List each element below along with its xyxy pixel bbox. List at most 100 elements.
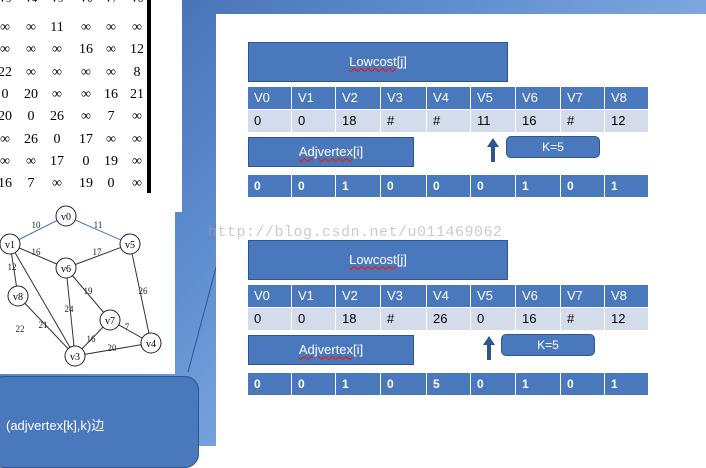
lowcost-value-cell: #: [561, 110, 605, 132]
matrix-cell: 20: [24, 86, 38, 102]
adjvertex-title: Adjvertex[i]: [248, 335, 414, 365]
matrix-cell: ∞: [132, 176, 142, 192]
up-arrow-icon: [487, 138, 499, 162]
matrix-cell: 16: [79, 42, 93, 58]
graph-edge-label: 16: [87, 334, 97, 344]
adjvertex-value-cell: 0: [292, 373, 336, 395]
matrix-header-cell: V4: [18, 0, 44, 7]
lowcost-value-cell: 0: [471, 308, 516, 330]
matrix-cell: 16: [104, 86, 118, 102]
matrix-cell: ∞: [81, 64, 91, 80]
adjvertex-value-cell: 0: [381, 175, 427, 197]
adjacency-matrix-panel: V3V4V5V6V7V8∞∞11∞∞∞∞∞∞16∞1222∞∞∞∞8020∞∞1…: [0, 0, 182, 212]
vertex-header-cell: V3: [381, 87, 427, 109]
matrix-bracket: [147, 0, 151, 193]
matrix-cell: 21: [130, 86, 144, 102]
matrix-cell: 8: [133, 64, 141, 80]
graph-node: [55, 257, 77, 279]
up-arrow-icon: [483, 336, 495, 360]
graph-edge-label: 24: [65, 304, 75, 314]
adjvertex-value-cell: 0: [561, 373, 605, 395]
vertex-header-cell: V6: [516, 87, 561, 109]
matrix-cell: 26: [24, 131, 38, 147]
adjvertex-value-cell: 1: [605, 373, 649, 395]
graph-edge: [9, 243, 76, 357]
graph-edge-label: 16: [32, 247, 42, 257]
graph-node: [55, 205, 77, 227]
adjvertex-value-cell: 1: [516, 175, 561, 197]
matrix-cell: 22: [0, 64, 12, 80]
vertex-header-cell: V1: [292, 87, 336, 109]
vertex-header-cell: V0: [248, 285, 292, 307]
adjvertex-value-cell: 1: [336, 373, 381, 395]
graph-node-label: v0: [61, 212, 71, 223]
matrix-cell: ∞: [26, 153, 36, 169]
graph-edge-label: 21: [39, 320, 48, 330]
graph-edge-label: 17: [93, 247, 103, 257]
graph-node-label: v4: [146, 339, 156, 350]
matrix-cell: 19: [104, 153, 118, 169]
graph-node: [7, 285, 29, 307]
graph-edge-label: 12: [8, 262, 17, 272]
matrix-header-cell: V3: [0, 0, 18, 7]
graph-edge-label: 10: [32, 220, 42, 230]
lowcost-title: Lowcost[j]: [248, 42, 508, 82]
lowcost-value-cell: #: [561, 308, 605, 330]
vertex-header-cell: V5: [471, 87, 516, 109]
matrix-cell: ∞: [81, 86, 91, 102]
graph-node-label: v1: [5, 240, 15, 251]
vertex-header-cell: V6: [516, 285, 561, 307]
lowcost-value-cell: 12: [605, 308, 649, 330]
adjvertex-value-cell: 0: [471, 373, 516, 395]
lowcost-value-cell: #: [381, 308, 427, 330]
lowcost-value-cell: #: [427, 110, 471, 132]
matrix-cell: 17: [50, 153, 64, 169]
matrix-cell: 20: [0, 109, 12, 125]
adjvertex-value-cell: 0: [381, 373, 427, 395]
adjvertex-value-cell: 0: [248, 175, 292, 197]
adjvertex-value-cell: 5: [427, 373, 471, 395]
vertex-header-cell: V2: [336, 87, 381, 109]
vertex-header-cell: V4: [427, 285, 471, 307]
graph-edge: [65, 267, 111, 321]
adjvertex-title: Adjvertex[i]: [248, 137, 414, 167]
graph-edge-label: 20: [108, 343, 118, 353]
matrix-cell: ∞: [132, 131, 142, 147]
k-label-box: K=5: [501, 334, 595, 356]
lowcost-value-cell: 11: [471, 110, 516, 132]
graph-edge-label: 19: [84, 286, 94, 296]
lowcost-value-cell: 18: [336, 110, 381, 132]
graph-node: [0, 233, 21, 255]
vertex-header-cell: V1: [292, 285, 336, 307]
adjvertex-value-cell: 0: [292, 175, 336, 197]
graph-node-label: v6: [61, 264, 71, 275]
adjvertex-value-cell: 0: [471, 175, 516, 197]
lowcost-value-cell: 0: [248, 308, 292, 330]
matrix-cell: 7: [27, 176, 35, 192]
adjvertex-value-cell: 0: [427, 175, 471, 197]
matrix-cell: ∞: [52, 176, 62, 192]
graph-edge: [17, 295, 76, 357]
matrix-cell: ∞: [0, 20, 10, 35]
vertex-header-cell: V8: [605, 285, 649, 307]
adjvertex-value-cell: 0: [561, 175, 605, 197]
lowcost-value-cell: 0: [292, 308, 336, 330]
matrix-cell: 0: [53, 131, 61, 147]
vertex-header-cell: V3: [381, 285, 427, 307]
matrix-cell: 11: [50, 20, 64, 35]
matrix-cell: ∞: [0, 42, 10, 58]
matrix-cell: 17: [79, 131, 93, 147]
matrix-cell: ∞: [26, 42, 36, 58]
lowcost-value-cell: #: [381, 110, 427, 132]
vertex-header-cell: V4: [427, 87, 471, 109]
lowcost-value-cell: 16: [516, 308, 561, 330]
matrix-cell: 0: [1, 86, 9, 102]
adjvertex-value-cell: 0: [248, 373, 292, 395]
graph-edge: [74, 342, 152, 357]
matrix-cell: ∞: [52, 64, 62, 80]
graph-node: [64, 345, 86, 367]
vertex-header-cell: V7: [561, 285, 605, 307]
matrix-cell: ∞: [52, 86, 62, 102]
